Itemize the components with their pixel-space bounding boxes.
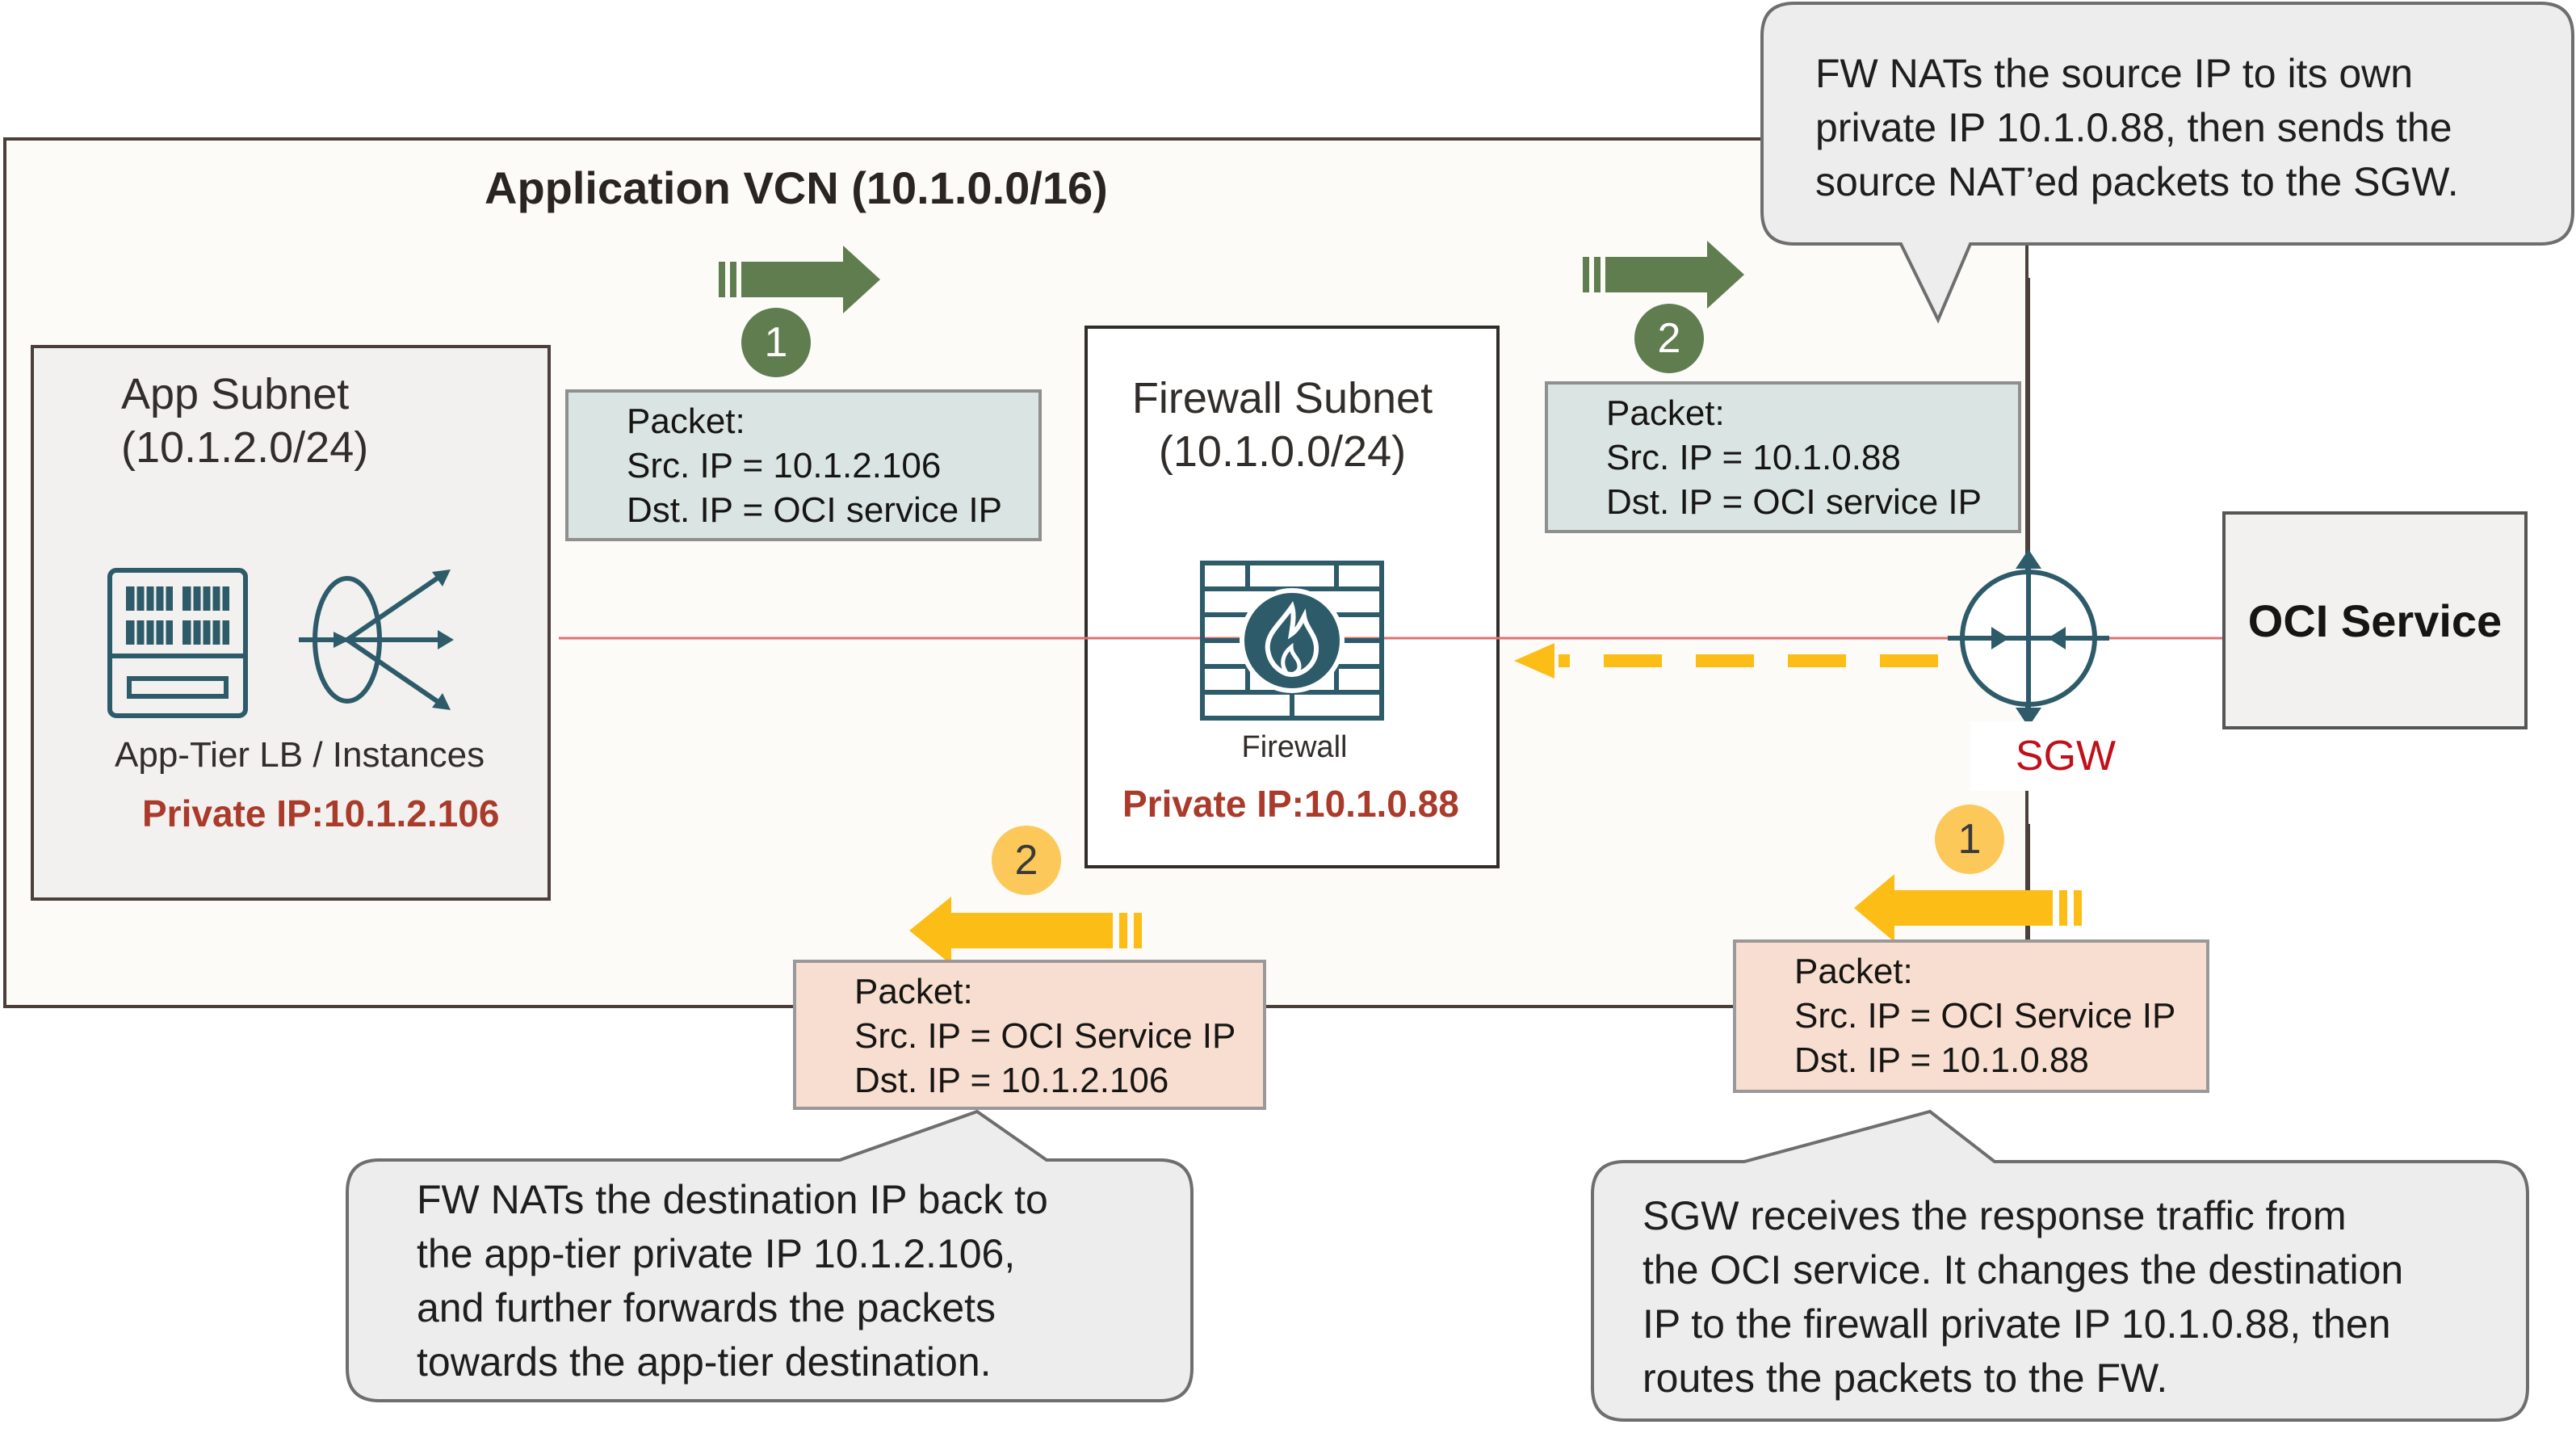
outbound-step-2-badge: 2 <box>1634 304 1704 373</box>
firewall-icon-label: Firewall <box>1241 730 1348 764</box>
inbound-arrow-2 <box>909 897 1142 965</box>
firewall-subnet-title: Firewall Subnet (10.1.0.0/24) <box>1085 372 1480 478</box>
packet-title: Packet: <box>1794 952 1913 991</box>
packet-dst: Dst. IP = 10.1.0.88 <box>1794 1040 2089 1080</box>
packet-title: Packet: <box>854 972 973 1011</box>
outbound-arrow-1 <box>719 246 880 313</box>
callout-line: private IP 10.1.0.88, then sends the <box>1815 105 2452 150</box>
callout-bottom-left-text: FW NATs the destination IP back to the a… <box>417 1173 1048 1389</box>
firewall-subnet-cidr: (10.1.0.0/24) <box>1158 427 1407 476</box>
load-balancer-arrowheads <box>334 569 454 710</box>
app-subnet-cidr: (10.1.2.0/24) <box>121 423 369 472</box>
callout-bottom-right-text: SGW receives the response traffic from t… <box>1643 1189 2403 1406</box>
inbound-arrow-1 <box>1854 874 2082 942</box>
callout-line: FW NATs the source IP to its own <box>1815 51 2414 96</box>
callout-line: the app-tier private IP 10.1.2.106, <box>417 1231 1016 1276</box>
callout-bottom-right-shape <box>1591 1109 2529 1422</box>
callout-line: the OCI service. It changes the destinat… <box>1643 1247 2404 1292</box>
outbound-packet-1: Packet: Src. IP = 10.1.2.106 Dst. IP = O… <box>565 389 1042 541</box>
callout-line: and further forwards the packets <box>417 1285 996 1330</box>
firewall-icon <box>1200 561 1384 721</box>
sgw-label: SGW <box>1970 721 2161 791</box>
callout-top-right-text: FW NATs the source IP to its own private… <box>1815 47 2459 209</box>
callout-line: FW NATs the destination IP back to <box>417 1177 1048 1222</box>
callout-top-right-shape <box>1760 2 2574 324</box>
callout-line: routes the packets to the FW. <box>1643 1355 2168 1401</box>
inbound-packet-2: Packet: Src. IP = OCI Service IP Dst. IP… <box>793 960 1266 1110</box>
callout-line: source NAT’ed packets to the SGW. <box>1815 159 2459 204</box>
packet-dst: Dst. IP = OCI service IP <box>1606 482 1982 522</box>
oci-service-box: OCI Service <box>2222 511 2528 729</box>
dashed-return-arrow-head <box>1514 643 1554 679</box>
packet-title: Packet: <box>1606 393 1725 433</box>
callout-line: IP to the firewall private IP 10.1.0.88,… <box>1643 1301 2391 1347</box>
packet-src: Src. IP = 10.1.0.88 <box>1606 438 1901 477</box>
outbound-arrow-2 <box>1583 241 1744 309</box>
firewall-subnet-name: Firewall Subnet <box>1131 374 1433 422</box>
app-private-ip: Private IP:10.1.2.106 <box>142 792 500 834</box>
packet-src: Src. IP = OCI Service IP <box>1794 996 2176 1036</box>
sgw-icon <box>1948 549 2109 727</box>
firewall-private-ip: Private IP:10.1.0.88 <box>1122 783 1459 825</box>
inbound-step-1-badge: 1 <box>1935 805 2004 874</box>
server-icon <box>107 568 248 718</box>
packet-dst: Dst. IP = 10.1.2.106 <box>854 1061 1169 1100</box>
packet-src: Src. IP = OCI Service IP <box>854 1016 1236 1056</box>
app-subnet-name: App Subnet <box>121 370 350 418</box>
flame-shape <box>1265 601 1319 678</box>
outbound-packet-2: Packet: Src. IP = 10.1.0.88 Dst. IP = OC… <box>1545 381 2021 533</box>
callout-bottom-left-shape <box>346 1109 1194 1402</box>
app-subnet <box>31 345 551 901</box>
inbound-step-2-badge: 2 <box>992 826 1061 895</box>
vcn-title: Application VCN (10.1.0.0/16) <box>485 162 1108 213</box>
inbound-packet-1: Packet: Src. IP = OCI Service IP Dst. IP… <box>1733 939 2209 1093</box>
app-tier-label: App-Tier LB / Instances <box>115 735 485 775</box>
server-slot-lines <box>134 586 223 645</box>
packet-title: Packet: <box>627 401 745 441</box>
outbound-step-1-badge: 1 <box>741 308 811 377</box>
packet-dst: Dst. IP = OCI service IP <box>627 490 1002 530</box>
app-subnet-title: App Subnet (10.1.2.0/24) <box>121 368 368 474</box>
callout-line: SGW receives the response traffic from <box>1643 1193 2347 1238</box>
packet-src: Src. IP = 10.1.2.106 <box>627 446 942 485</box>
load-balancer-icon <box>299 571 446 708</box>
app-tier-icons <box>107 568 454 718</box>
callout-line: towards the app-tier destination. <box>417 1339 992 1385</box>
